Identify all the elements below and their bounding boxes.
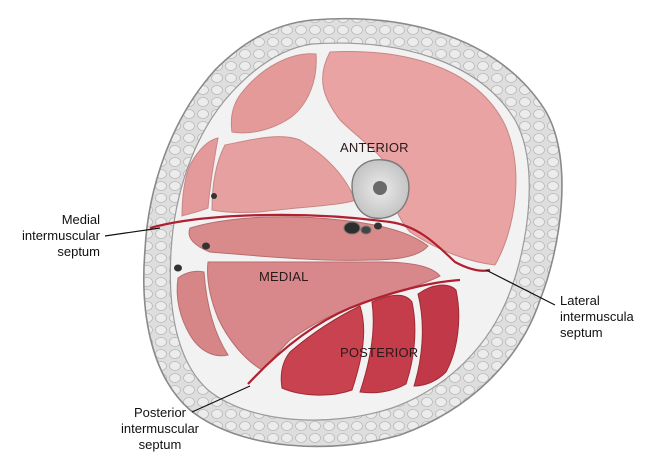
- posterior-septum-callout-line-2: intermuscular: [95, 421, 225, 437]
- posterior-septum-callout: Posterior intermuscular septum: [95, 405, 225, 453]
- lateral-septum-callout: Lateral intermuscula septum: [560, 293, 646, 341]
- lateral-septum-callout-line-2: intermuscula: [560, 309, 646, 325]
- medial-septum-callout: Medial intermuscular septum: [0, 212, 100, 260]
- posterior-septum-callout-line-1: Posterior: [95, 405, 225, 421]
- medial-septum-callout-line-2: intermuscular: [0, 228, 100, 244]
- lateral-septum-callout-line-3: septum: [560, 325, 646, 341]
- anterior-region-label: ANTERIOR: [340, 140, 409, 155]
- femur-marrow-canal: [373, 181, 387, 195]
- posterior-region-label: POSTERIOR: [340, 345, 418, 360]
- lateral-septum-callout-line-1: Lateral: [560, 293, 646, 309]
- medial-region-label: MEDIAL: [259, 269, 309, 284]
- posterior-septum-callout-line-3: septum: [95, 437, 225, 453]
- medial-septum-callout-line-3: septum: [0, 244, 100, 260]
- medial-septum-callout-line-1: Medial: [0, 212, 100, 228]
